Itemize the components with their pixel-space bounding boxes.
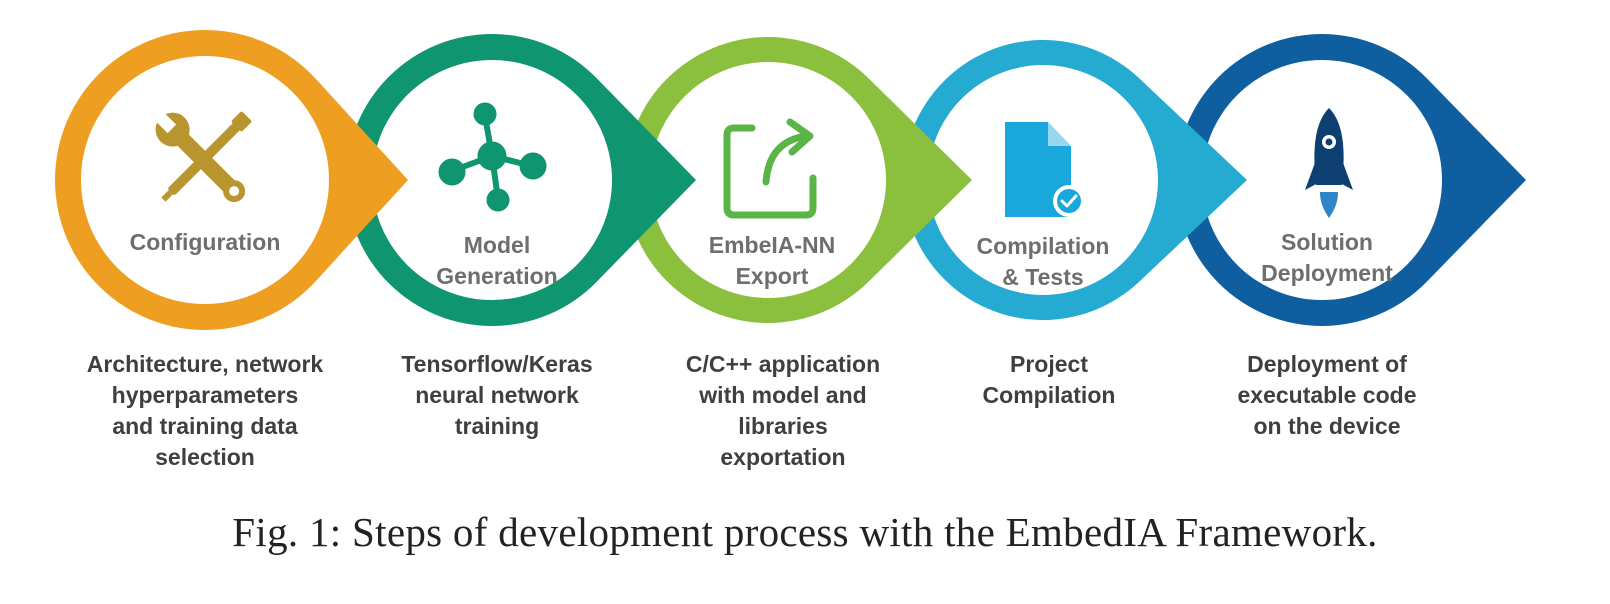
step-ring-compilation (903, 39, 1247, 320)
step-title: Model (464, 232, 530, 258)
step-description: hyperparameters (112, 382, 299, 408)
step-title: Configuration (130, 229, 281, 255)
step-description: executable code (1238, 382, 1417, 408)
step-title: & Tests (1002, 264, 1083, 290)
step-description: with model and (698, 382, 866, 408)
network-nodes-icon (438, 102, 547, 212)
step-title: EmbeIA-NN (709, 232, 836, 258)
step-description: on the device (1254, 413, 1401, 439)
step-description: Architecture, network (87, 351, 324, 377)
step-description: Tensorflow/Keras (401, 351, 592, 377)
step-title: Solution (1281, 229, 1373, 255)
step-title: Export (736, 263, 809, 289)
document-check-icon (1005, 122, 1085, 217)
step-ring-deployment (1176, 33, 1526, 326)
step-ring-export (624, 36, 972, 323)
step-description: Compilation (983, 382, 1116, 408)
step-description: and training data (112, 413, 298, 439)
step-description: neural network (415, 382, 579, 408)
step-description: training (455, 413, 539, 439)
step-ring-configuration (55, 30, 408, 331)
rocket-icon (1305, 108, 1353, 218)
step-ring-model-generation (346, 33, 696, 326)
export-arrow-icon (723, 118, 817, 219)
step-description: Project (1010, 351, 1088, 377)
step-rings (55, 30, 1526, 331)
wrench-screwdriver-icon (152, 109, 252, 203)
process-diagram: Configuration Model Generation EmbeIA-NN… (55, 30, 1526, 470)
step-title: Generation (436, 263, 557, 289)
step-description: exportation (720, 444, 845, 470)
step-description: Deployment of (1247, 351, 1407, 377)
step-description: C/C++ application (686, 351, 880, 377)
step-descriptions: Architecture, network hyperparameters an… (87, 351, 1417, 470)
step-title: Compilation (977, 233, 1110, 259)
figure-caption: Fig. 1: Steps of development process wit… (232, 509, 1378, 555)
step-titles: Configuration Model Generation EmbeIA-NN… (130, 229, 1394, 290)
step-title: Deployment (1261, 260, 1393, 286)
step-description: selection (155, 444, 255, 470)
step-description: libraries (738, 413, 828, 439)
